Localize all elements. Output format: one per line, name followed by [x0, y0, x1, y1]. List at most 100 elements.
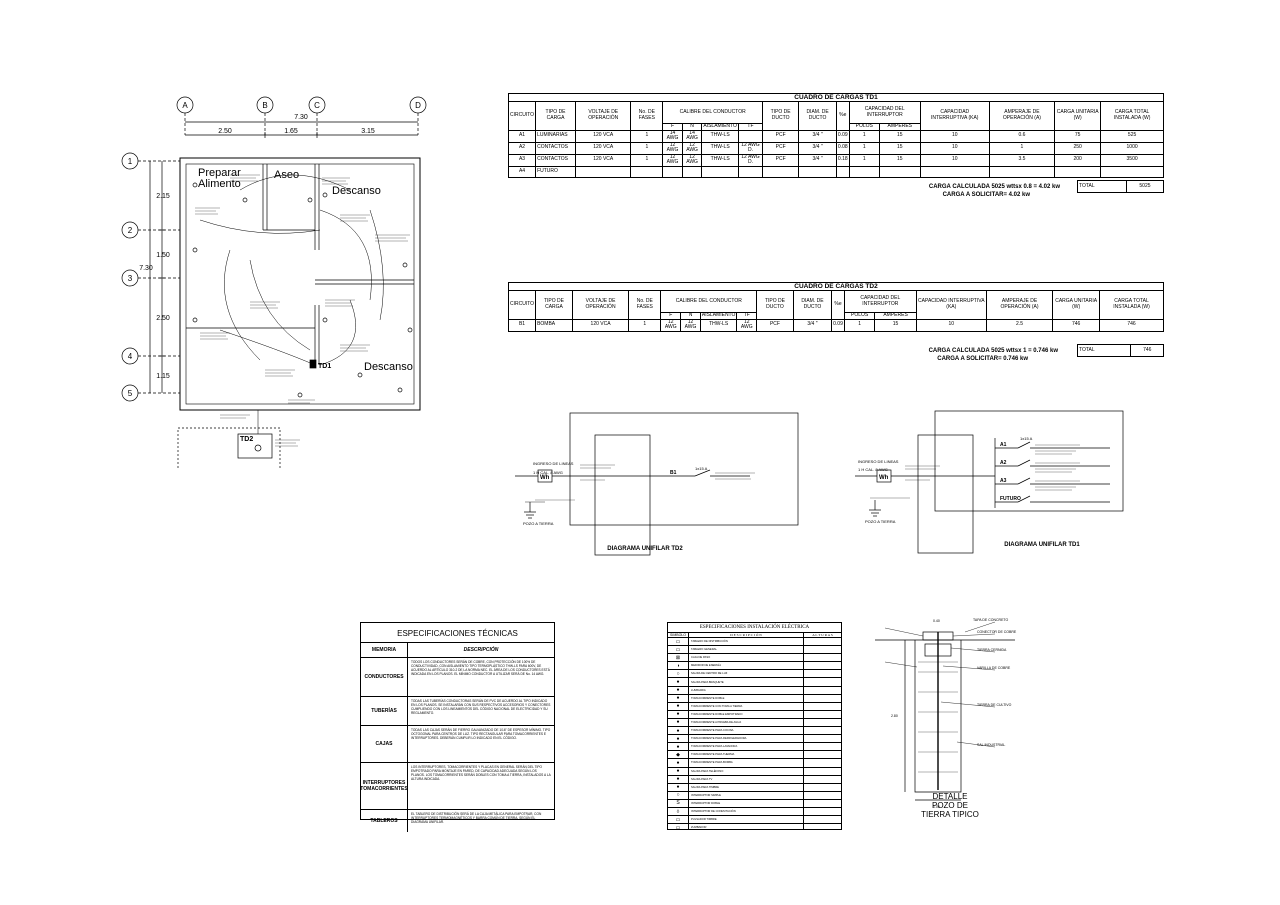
td2-h-calibre: CALIBRE DEL CONDUCTOR — [660, 290, 758, 314]
td1-cell: A4 — [507, 165, 537, 178]
td2-title: CUADRO DE CARGAS TD2 — [508, 281, 1164, 292]
legend-height — [804, 670, 841, 677]
td2-circuit-b1: B1 — [670, 470, 677, 476]
td1-breaker: 1x15 A — [1020, 436, 1033, 441]
legend-description: PULSADOR TIMBRE — [689, 816, 804, 824]
td1-cell: PCF — [762, 153, 800, 167]
td1-cell: LUMINARIAS — [535, 129, 576, 143]
td1-cell — [762, 165, 800, 178]
legend-height — [804, 703, 841, 710]
td1-cell: 120 VCA — [574, 153, 632, 167]
legend-description: TOMACORRIENTE PARA BOMBA — [689, 759, 804, 767]
diagram-unifilar-td1: INGRESO DE LINEAS 1 H CAL. 8 AWG 1x15 A … — [855, 410, 1124, 554]
legend-item: ●TOMACORRIENTE DOBLE — [668, 694, 841, 703]
td1-h-diam: DIAM. DE DUCTO — [798, 101, 837, 131]
specs-text-cajas: TODAS LAS CAJAS SERÁN DE FIERRO GALVANIZ… — [411, 728, 551, 740]
detail-title: DETALLE POZO DE TIERRA TIPICO — [900, 792, 1000, 819]
legend-item: ▭PULSADOR TIMBRE — [668, 816, 841, 825]
legend-description: SALIDA PARA BRAQUETE — [689, 678, 804, 686]
td1-h-amperaje: AMPERAJE DE OPERACIÓN (A) — [988, 101, 1056, 131]
legend-description: CAJA DE PASO — [689, 654, 804, 662]
legend-description: TOMACORRIENTE PARA LAVADORA — [689, 743, 804, 751]
td1-cell: 10 — [919, 153, 990, 167]
td1-cell: A1 — [507, 129, 537, 143]
room-label-alimento: Alimento — [198, 178, 241, 190]
legend-description: TOMACORRIENTE DOBLE EMPOTRADO — [689, 710, 804, 718]
td2-total-value: 746 — [1130, 344, 1164, 357]
td1-h-cap-int: CAPACIDAD INTERRUPTIVA (KA) — [919, 101, 990, 131]
td2-cal: 1 H CAL. 8 AWG — [533, 470, 563, 475]
technical-specs: ESPECIFICACIONES TÉCNICAS MEMORIA DESCRI… — [360, 622, 555, 832]
legend-symbol-icon: ▭ — [668, 646, 689, 654]
td1-cell: CONTACTOS — [535, 153, 576, 167]
td1-cell: 14 AWG — [662, 129, 683, 143]
td2-cell: 10 — [915, 318, 987, 332]
dim-h-3: 3.15 — [361, 128, 375, 135]
room-label-descanso-2: Descanso — [364, 361, 413, 373]
td1-note-1: CARGA CALCULADA 5025 wttsx 0.8 = 4.02 kw — [928, 184, 1060, 190]
detail-dim-depth: 2.80 — [891, 714, 898, 718]
legend-height — [804, 776, 841, 783]
td1-total-label: TOTAL — [1077, 180, 1127, 193]
legend-item: ◑MEDIDOR DE ENERGÍA — [668, 662, 841, 671]
legend-symbol-icon: ● — [668, 735, 689, 743]
td1-cal: 1 H CAL. 8 AWG — [858, 467, 888, 472]
grid-label-d: D — [415, 101, 421, 110]
legend-description: TOMACORRIENTE A PRUEBA DE AGUA — [689, 718, 804, 727]
legend-height — [804, 792, 841, 799]
td2-cell: 12 AWG — [680, 318, 701, 332]
td1-cell: 15 — [878, 153, 921, 167]
legend-symbol-icon: ○ — [668, 791, 689, 799]
legend-height — [804, 768, 841, 775]
td1-h-tipo-ducto: TIPO DE DUCTO — [762, 101, 800, 131]
legend-symbol-icon: ◊ — [668, 807, 689, 816]
legend-height — [804, 784, 841, 791]
td2-h-capacidad: CAPACIDAD DEL INTERRUPTOR — [843, 290, 917, 314]
legend-item: ●LUMINARIA — [668, 686, 841, 695]
td1-cell: THW-LS — [701, 141, 739, 155]
legend-height — [804, 800, 841, 807]
td2-note-2: CARGA A SOLICITAR= 0.746 kw — [937, 356, 1028, 362]
td2-h-carga-unit: CARGA UNITARIA (W) — [1052, 290, 1101, 320]
td2-cell: 1 — [628, 318, 662, 332]
legend-item: ●TOMACORRIENTE A PRUEBA DE AGUA — [668, 718, 841, 728]
dim-v-4: 1.15 — [156, 373, 170, 380]
td1-ground: POZO A TIERRA — [865, 519, 896, 524]
td1-cell — [662, 165, 683, 178]
specs-text-tableros: EL TABLERO DE DISTRIBUCIÓN SERÁ DE LA CA… — [411, 812, 542, 824]
td2-cell: 3/4 " — [792, 318, 833, 332]
td1-cell: A3 — [507, 153, 537, 167]
legend-item: ●SALIDA PARA BRAQUETE — [668, 678, 841, 687]
td1-total-value: 5025 — [1125, 180, 1165, 193]
board-td2-label: TD2 — [240, 436, 253, 443]
td2-cell: 746 — [1052, 318, 1101, 332]
td1-cell: PCF — [762, 141, 800, 155]
td2-cell: PCF — [756, 318, 794, 332]
electrical-legend: ESPECIFICACIONES INSTALACIÓN ELÉCTRICA S… — [667, 622, 842, 830]
td1-cell: THW-LS — [701, 153, 739, 167]
grid-label-c: C — [314, 101, 320, 110]
td2-h-carga-total: CARGA TOTAL INSTALADA (W) — [1099, 290, 1164, 320]
td1-cell — [878, 165, 921, 178]
grid-label-1: 1 — [128, 157, 133, 166]
detail-title-3: TIERRA TIPICO — [921, 810, 979, 819]
legend-item: ●TOMACORRIENTE PARA BOMBA — [668, 759, 841, 768]
legend-symbol-icon: S — [668, 799, 689, 807]
td1-cell: 0.08 — [835, 141, 850, 155]
legend-height — [804, 719, 841, 726]
detail-label-1: TAPA DE CONCRETO — [973, 618, 1008, 622]
legend-height — [804, 751, 841, 758]
dim-overall-width: 7.30 — [294, 114, 308, 121]
legend-item: ▭TABLERO DE DISTRIBUCIÓN — [668, 638, 841, 647]
detail-label-4: VARILLA DE COBRE — [977, 666, 1011, 670]
legend-height — [804, 743, 841, 750]
td1-h-capacidad: CAPACIDAD DEL INTERRUPTOR — [848, 101, 921, 125]
td1-cell — [848, 165, 880, 178]
td1-circuit-a1: A1 — [1000, 442, 1007, 448]
td1-h-tipo: TIPO DE CARGA — [535, 101, 576, 131]
legend-description: SALIDA PARA TV — [689, 775, 804, 783]
